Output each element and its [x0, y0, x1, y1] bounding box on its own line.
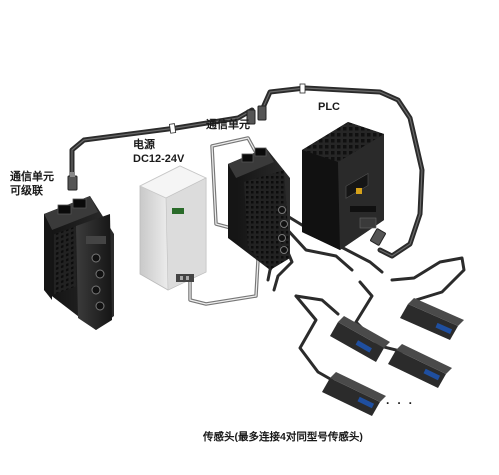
cable-sensor-2	[282, 224, 354, 272]
sensor-heads-note: 传感头(最多连接4对同型号传感头)	[203, 431, 363, 443]
comm-unit-label: 通信单元	[206, 119, 250, 131]
cable-bundle-c	[354, 280, 406, 354]
comm-unit-device	[228, 147, 290, 270]
sensor-head-1	[330, 316, 390, 362]
connector-plugs	[67, 105, 386, 246]
plc-label: PLC	[318, 101, 340, 113]
power-label-line2: DC12-24V	[133, 153, 185, 165]
power-supply-device	[139, 165, 207, 291]
cable-break-marks	[169, 83, 306, 134]
plc-device	[302, 122, 384, 250]
cascade-comm-unit-device	[44, 196, 114, 330]
sensor-head-3	[388, 344, 452, 388]
cascade-unit-label-line1: 通信单元	[10, 171, 54, 183]
sensor-heads	[322, 298, 464, 416]
cable-bundle-b	[294, 294, 340, 316]
cascade-unit-label-line2: 可级联	[10, 185, 43, 197]
more-sensors-ellipsis: · · ·	[386, 396, 415, 410]
cable-bundle-a	[294, 294, 334, 382]
cable-bundle-d	[390, 256, 466, 302]
power-label-line1: 电源	[133, 139, 155, 151]
sensor-head-2	[400, 298, 464, 340]
sensor-head-4	[322, 372, 386, 416]
